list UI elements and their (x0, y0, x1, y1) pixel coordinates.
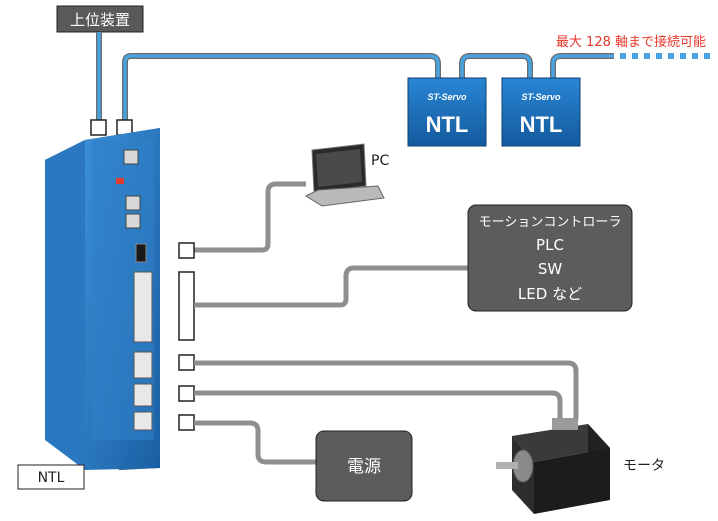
chain-drive-2-label: NTL (520, 112, 563, 137)
host-connector-2 (116, 119, 133, 136)
status-led (116, 178, 124, 184)
rotary-switch-3 (125, 213, 141, 229)
motor-cable-connector-1 (178, 354, 195, 371)
controller-connector (178, 271, 195, 341)
driver-label-box: NTL (17, 464, 85, 490)
chain-drive-1-brand: ST-Servo (427, 92, 467, 102)
chain-drive-2-brand: ST-Servo (521, 92, 561, 102)
motor-connector-1 (133, 351, 153, 379)
controller-line-3: SW (538, 260, 563, 278)
daisy-cable-1 (459, 53, 533, 78)
pc-cable (194, 181, 306, 253)
host-box (56, 5, 144, 33)
chain-drive-2-body (501, 77, 581, 147)
power-cable (194, 420, 318, 465)
rotary-switch-2 (125, 195, 141, 211)
chain-drive-1-label: NTL (426, 112, 469, 137)
laptop-icon (304, 143, 385, 207)
chain-drive-1-body (407, 77, 487, 147)
daisy-cable-2 (550, 53, 614, 78)
rotary-switch-1 (123, 149, 139, 165)
host-connector-1 (90, 119, 107, 136)
controller-box: モーションコントローラ PLC SW LED など (467, 204, 633, 312)
driver-left-face (45, 140, 85, 470)
chain-drive-2: ST-Servo NTL (501, 77, 581, 147)
chain-drive-1: ST-Servo NTL (407, 77, 487, 147)
continuation-dashes (620, 53, 710, 59)
power-box: 電源 (315, 430, 413, 502)
power-cable-connector (178, 414, 195, 431)
host-cable-2 (122, 53, 441, 120)
host-cables (96, 32, 710, 120)
power-label: 電源 (347, 457, 381, 477)
pc-label: PC (371, 153, 389, 169)
host-device: 上位装置 (56, 5, 144, 33)
controller-line-4: LED など (518, 285, 582, 303)
controller-cable (194, 265, 470, 308)
motor-cable-2 (194, 390, 563, 420)
chain-note: 最大 128 軸まで接続可能 (556, 34, 706, 50)
motor-label: モータ (623, 458, 665, 474)
motor-cable-1 (194, 360, 579, 420)
motor-connector-2 (133, 383, 153, 407)
controller-line-2: PLC (536, 236, 564, 254)
motor-icon (496, 418, 610, 514)
power-connector (133, 411, 153, 431)
io-connector (133, 271, 153, 343)
pc-connector (178, 242, 195, 259)
motor-cable-connector-2 (178, 385, 195, 402)
ntl-driver-unit (45, 128, 160, 470)
host-label: 上位装置 (70, 11, 130, 29)
usb-port (135, 243, 147, 263)
controller-line-1: モーションコントローラ (479, 215, 622, 230)
driver-label: NTL (38, 470, 65, 486)
